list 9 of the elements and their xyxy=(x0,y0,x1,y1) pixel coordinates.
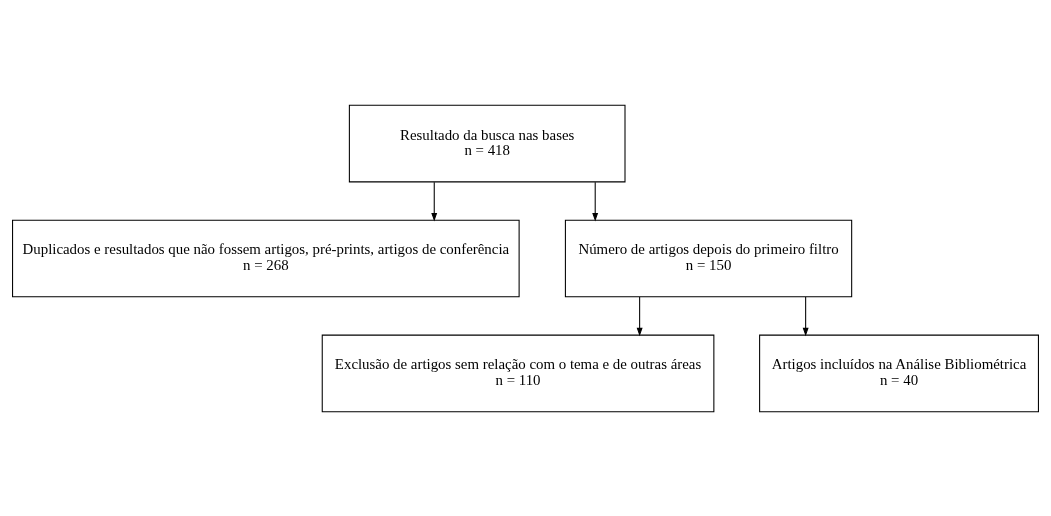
node-box: Artigos incluídos na Análise Bibliométrica n = 40 xyxy=(759,334,1039,412)
node-box: Resultado da busca nas bases n = 418 xyxy=(348,104,626,182)
arrow xyxy=(802,296,809,336)
node-box: Exclusão de artigos sem relação com o tema e de outras áreas n = 110 xyxy=(321,334,715,412)
arrow xyxy=(636,296,643,336)
node-box: Duplicados e resultados que não fossem artigos, pré-prints, artigos de conferência n = 268 xyxy=(12,219,520,297)
node-box: Número de artigos depois do primeiro filtro n = 150 xyxy=(564,219,853,297)
arrow xyxy=(592,181,599,221)
arrow xyxy=(431,181,438,221)
